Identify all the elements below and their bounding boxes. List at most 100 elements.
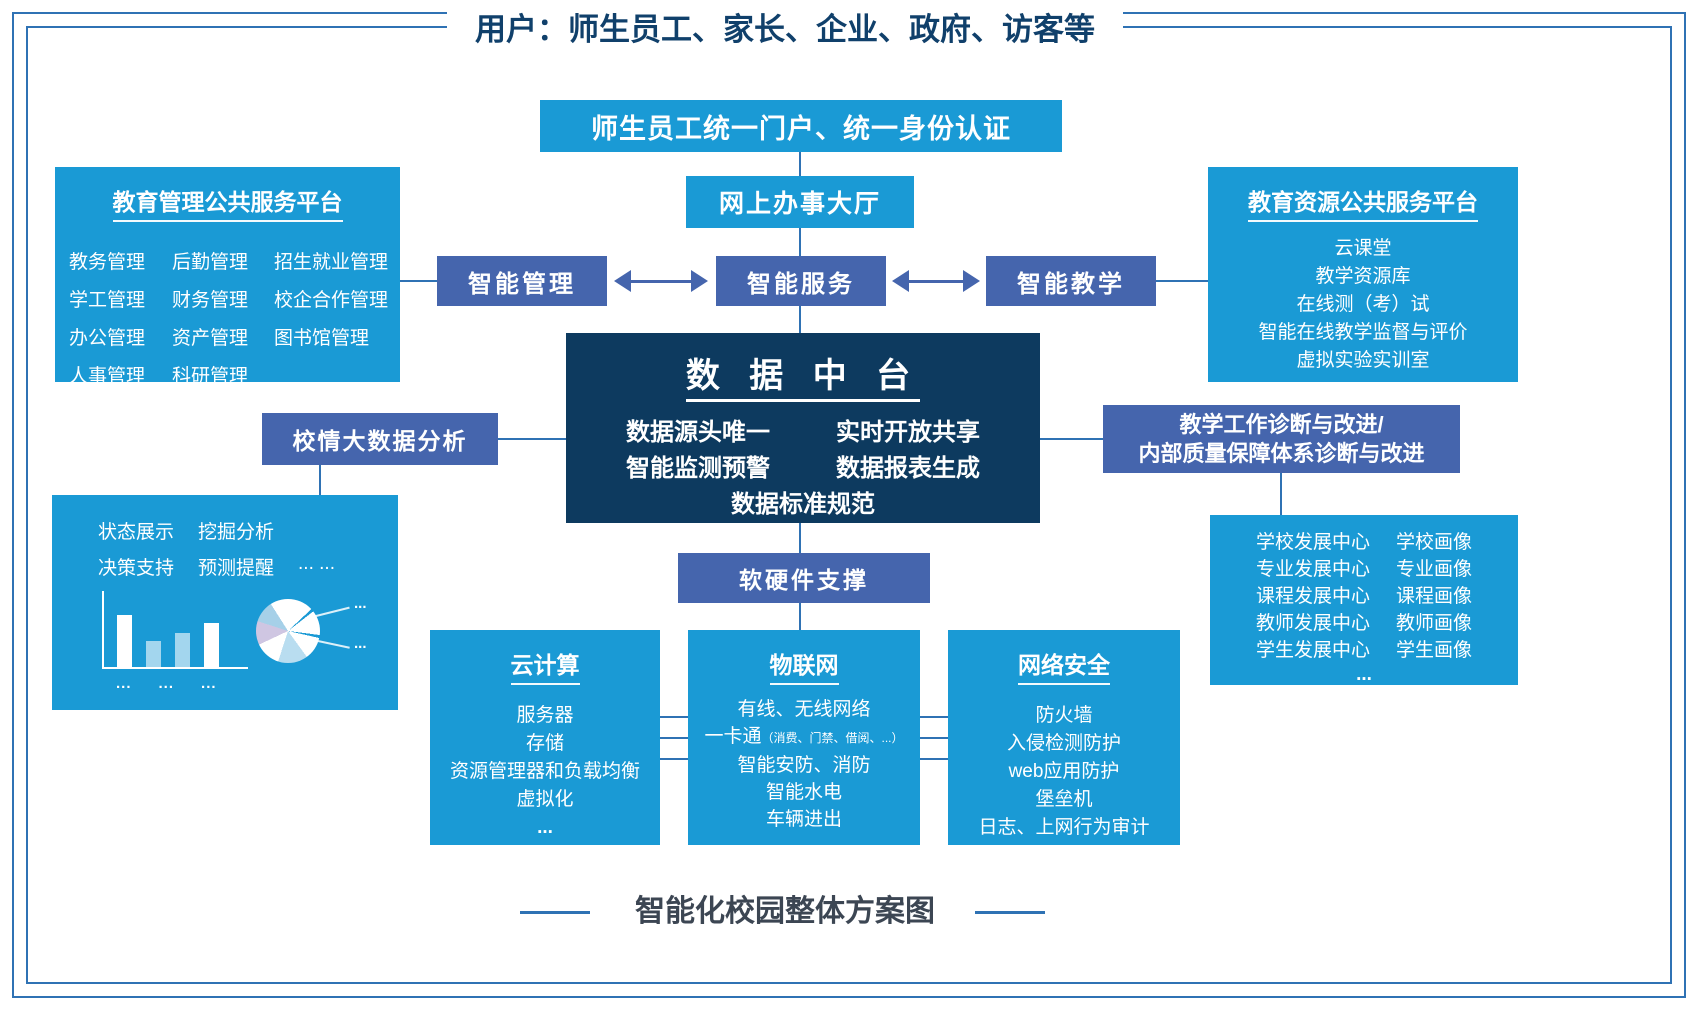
analysis-keyword: 挖掘分析: [198, 522, 275, 543]
smart-teaching-box: 智能教学: [986, 256, 1156, 306]
arrow-right-icon: [691, 270, 708, 292]
development-items: 学校发展中心 学校画像 专业发展中心 专业画像 课程发展中心 课程画像 教师发展…: [1210, 529, 1518, 664]
development-item: 教师画像: [1396, 613, 1473, 634]
connector-mgmt-platform: [400, 280, 437, 282]
development-item: 课程画像: [1396, 586, 1473, 607]
analysis-keywords-row: 状态展示 挖掘分析: [98, 495, 398, 544]
cloud-items: 服务器 存储 资源管理器和负载均衡 虚拟化 ...: [430, 702, 660, 842]
arrow-right-icon: [963, 270, 980, 292]
security-title-text: 网络安全: [1018, 652, 1110, 685]
data-center-features: 数据源头唯一 实时开放共享 智能监测预警 数据报表生成 数据标准规范: [566, 415, 1040, 523]
ellipsis: ...: [116, 675, 132, 692]
security-item: 堡垒机: [1035, 789, 1093, 810]
service-hall-label: 网上办事大厅: [718, 190, 881, 218]
iot-title: 物联网: [688, 646, 920, 685]
platform-item: 后勤管理: [172, 252, 249, 273]
support-label: 软硬件支撑: [739, 567, 869, 593]
cloud-title-text: 云计算: [510, 652, 580, 685]
development-box: 学校发展中心 学校画像 专业发展中心 专业画像 课程发展中心 课程画像 教师发展…: [1210, 515, 1518, 685]
users-title: 用户：师生员工、家长、企业、政府、访客等: [447, 5, 1123, 55]
edu-resource-title-text: 教育资源公共服务平台: [1248, 189, 1478, 222]
connector-analysis-down: [319, 465, 321, 495]
smart-management-label: 智能管理: [468, 270, 576, 298]
connector-diagnosis-down: [1280, 473, 1282, 515]
mini-bar: [175, 633, 190, 667]
diagnosis-line1: 教学工作诊断与改进/: [1179, 412, 1384, 437]
arrow-service-teaching: [892, 270, 980, 292]
more-ellipsis: ...: [1056, 845, 1072, 866]
cloud-computing-box: 云计算 服务器 存储 资源管理器和负载均衡 虚拟化 ...: [430, 630, 660, 845]
campus-analysis-box: 校情大数据分析: [262, 413, 498, 465]
footer-dash-left: [520, 911, 590, 914]
mini-bar: [204, 623, 219, 667]
platform-item: 图书馆管理: [274, 328, 370, 349]
connector-hall-service: [799, 228, 801, 256]
iot-item: 一卡通（消费、门禁、借阅、...）: [688, 723, 920, 752]
mini-pie-chart: [256, 599, 320, 663]
connector-portal-hall: [799, 152, 801, 176]
mini-bar-chart-bars: [117, 591, 219, 667]
edu-management-items: 教务管理 后勤管理 招生就业管理 学工管理 财务管理 校企合作管理 办公管理 资…: [69, 247, 392, 388]
iot-card-label: 一卡通: [704, 726, 762, 747]
data-center-item: 数据报表生成: [836, 455, 980, 482]
ellipsis: ...: [354, 635, 367, 652]
iot-box: 物联网 有线、无线网络 一卡通（消费、门禁、借阅、...） 智能安防、消防 智能…: [688, 630, 920, 857]
development-item: 专业发展中心: [1255, 559, 1370, 580]
bus-cloud-iot-3: [660, 758, 688, 760]
platform-item: 教务管理: [69, 252, 146, 273]
security-item: 日志、上网行为审计: [978, 817, 1150, 838]
platform-item: 虚拟实验实训室: [1296, 350, 1430, 371]
bus-iot-security-1: [920, 716, 948, 718]
bar-chart-ellipsis: ... ... ...: [116, 675, 217, 692]
connector-datacenter-support: [799, 523, 801, 553]
security-item: 入侵检测防护: [1006, 733, 1121, 754]
data-center-item: 数据标准规范: [731, 491, 875, 518]
cloud-item: 资源管理器和负载均衡: [449, 761, 640, 782]
arrow-left-icon: [892, 270, 909, 292]
bus-cloud-iot-2: [660, 737, 688, 739]
development-item: 专业画像: [1396, 559, 1473, 580]
analysis-keywords-row: 决策支持 预测提醒 ... ...: [98, 553, 398, 580]
security-item: 防火墙: [1035, 705, 1093, 726]
security-items: 防火墙 入侵检测防护 web应用防护 堡垒机 日志、上网行为审计 ...: [948, 702, 1180, 870]
smart-teaching-label: 智能教学: [1017, 270, 1125, 298]
iot-item: 智能水电: [765, 782, 842, 803]
security-title: 网络安全: [948, 646, 1180, 685]
ellipsis: ...: [354, 595, 367, 612]
platform-item: 人事管理: [69, 366, 146, 387]
connector-datacenter-diagnosis: [1040, 438, 1103, 440]
ellipsis: ...: [201, 675, 217, 692]
development-item: 学生发展中心: [1255, 640, 1370, 661]
smart-management-box: 智能管理: [437, 256, 607, 306]
platform-item: 教学资源库: [1315, 266, 1411, 287]
cloud-item: 虚拟化: [516, 789, 574, 810]
development-item: 学校画像: [1396, 532, 1473, 553]
platform-item: 招生就业管理: [274, 252, 389, 273]
arrow-shaft: [909, 279, 963, 283]
platform-item: 科研管理: [172, 366, 249, 387]
connector-analysis-datacenter: [498, 438, 566, 440]
connector-support-iot: [799, 603, 801, 630]
service-hall-box: 网上办事大厅: [686, 176, 914, 228]
platform-item: 办公管理: [69, 328, 146, 349]
cloud-item: 存储: [525, 733, 564, 754]
development-item: 学生画像: [1396, 640, 1473, 661]
analysis-keyword: 预测提醒: [198, 558, 275, 579]
platform-item: 云课堂: [1334, 238, 1392, 259]
mini-bar-chart: [102, 591, 248, 669]
edu-management-title-text: 教育管理公共服务平台: [112, 189, 343, 222]
data-center-item: 智能监测预警: [626, 455, 770, 482]
data-center-row: 智能监测预警 数据报表生成: [566, 451, 1040, 487]
data-center-row: 数据源头唯一 实时开放共享: [566, 415, 1040, 451]
pie-callout-line: [314, 606, 350, 618]
smart-service-box: 智能服务: [716, 256, 886, 306]
support-box: 软硬件支撑: [678, 553, 930, 603]
development-item: 课程发展中心: [1255, 586, 1370, 607]
ellipsis: ...: [158, 675, 175, 692]
network-security-box: 网络安全 防火墙 入侵检测防护 web应用防护 堡垒机 日志、上网行为审计 ..…: [948, 630, 1180, 866]
iot-item: 智能安防、消防: [737, 755, 871, 776]
security-item: web应用防护: [1008, 761, 1120, 782]
analysis-detail-box: 状态展示 挖掘分析 决策支持 预测提醒 ... ... ... ... ... …: [52, 495, 398, 710]
more-ellipsis: ...: [796, 836, 812, 857]
analysis-keyword: 决策支持: [98, 558, 175, 579]
